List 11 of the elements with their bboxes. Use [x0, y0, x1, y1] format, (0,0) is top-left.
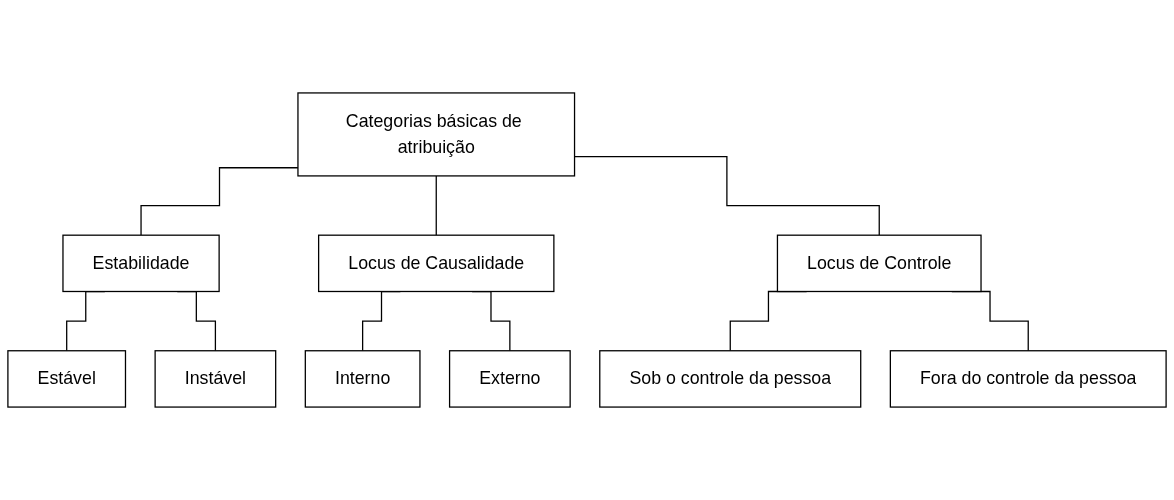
connector [435, 175, 437, 236]
node-box: Estável [7, 350, 127, 408]
node-box: Interno [304, 350, 421, 408]
node-box: Locus de Controle [776, 234, 982, 293]
node-box: Externo [448, 350, 571, 408]
node-box: Fora do controle da pessoa [889, 350, 1167, 408]
node-box: Sob o controle da pessoa [599, 350, 862, 408]
node-box: Estabilidade [62, 234, 220, 293]
node-box: Categorias básicas de atribuição [297, 92, 576, 177]
node-box: Locus de Causalidade [318, 234, 555, 293]
node-box: Instável [154, 350, 277, 408]
